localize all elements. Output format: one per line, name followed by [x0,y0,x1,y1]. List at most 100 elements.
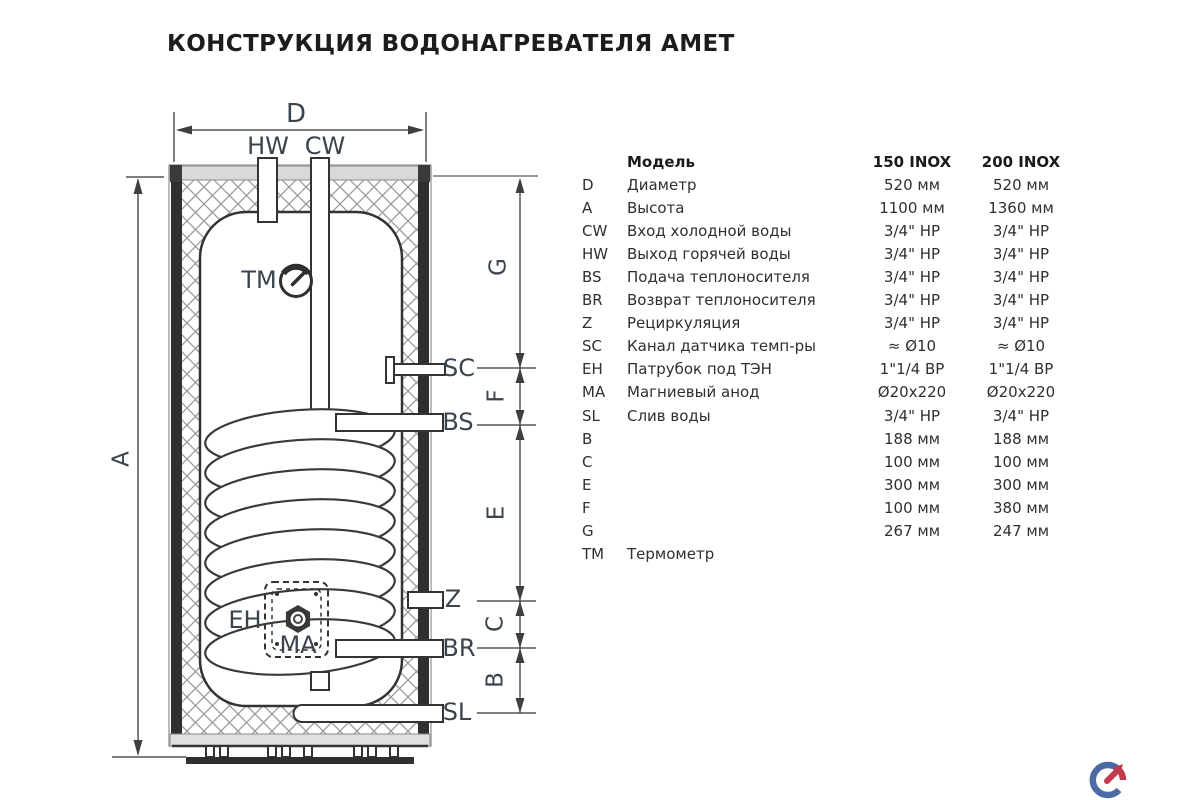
row-value-150: 267 мм [883,522,941,541]
row-value-200: 1"1/4 ВР [988,360,1054,379]
row-code: MA [582,383,606,402]
row-value-150: 3/4" НР [883,244,941,263]
row-name: Рециркуляция [627,314,741,333]
dim-label-b: B [482,672,509,688]
row-value-200: 3/4" НР [992,268,1050,287]
row-name: Патрубок под ТЭН [627,360,772,379]
row-value-200: 3/4" НР [992,244,1050,263]
table-row: SC Канал датчика темп-ры ≈ Ø10 ≈ Ø10 [578,335,1108,358]
row-code: C [582,452,593,471]
row-name: Магниевый анод [627,383,760,402]
row-code: HW [582,244,609,263]
row-name: Возврат теплоносителя [627,291,816,310]
table-row: BR Возврат теплоносителя 3/4" НР 3/4" НР [578,289,1108,312]
row-value-200: 247 мм [992,522,1050,541]
header-150-inox: 150 INOX [872,152,952,171]
spec-table-header: Модель 150 INOX 200 INOX [578,150,1108,173]
dim-label-d: D [285,99,307,129]
row-value-200: 3/4" НР [992,291,1050,310]
eh-flange [264,581,329,658]
row-value-150: 1100 мм [879,198,945,217]
z-port [407,591,444,609]
table-row: F 100 мм 380 мм [578,496,1108,519]
port-label-sl: SL [442,698,472,726]
table-row: Z Рециркуляция 3/4" НР 3/4" НР [578,312,1108,335]
row-value-150: 300 мм [883,475,941,494]
row-value-200: 300 мм [992,475,1050,494]
row-value-150: 1"1/4 ВР [879,360,945,379]
row-code: F [582,498,591,517]
dim-label-f: F [483,389,510,403]
cw-pipe-bottom [310,671,330,691]
row-value-200: 520 мм [992,175,1050,194]
tank-feet [186,745,414,764]
table-row: E 300 мм 300 мм [578,473,1108,496]
table-row: HW Выход горячей воды 3/4" НР 3/4" НР [578,242,1108,265]
sc-port [385,356,395,384]
dim-label-a: A [108,451,135,467]
dim-label-e: E [483,505,510,521]
row-name: Выход горячей воды [627,244,791,263]
header-200-inox: 200 INOX [981,152,1061,171]
port-label-z: Z [444,585,462,613]
ports [292,356,446,723]
page-title: КОНСТРУКЦИЯ ВОДОНАГРЕВАТЕЛЯ АМЕТ [167,31,735,57]
header-model: Модель [627,152,695,171]
table-row: SL Слив воды 3/4" НР 3/4" НР [578,404,1108,427]
brand-logo-icon [1089,761,1127,799]
row-name: Термометр [627,545,715,564]
row-value-150: 3/4" НР [883,268,941,287]
row-value-200: 3/4" НР [992,406,1050,425]
row-value-150: 188 мм [883,429,941,448]
row-value-150: 100 мм [883,498,941,517]
row-code: E [582,475,592,494]
port-label-sc: SC [443,354,475,382]
row-value-200: 3/4" НР [992,221,1050,240]
row-value-150: 3/4" НР [883,291,941,310]
row-code: BS [582,268,602,287]
row-value-150: 100 мм [883,452,941,471]
row-value-200: ≈ Ø10 [996,337,1046,356]
dimension-arrowheads [133,125,525,756]
sc-port-pipe [393,363,446,376]
hw-pipe [257,157,278,223]
dimension-lines [112,112,538,758]
row-code: BR [582,291,603,310]
row-name: Слив воды [627,406,711,425]
row-name: Диаметр [627,175,697,194]
row-value-200: 100 мм [992,452,1050,471]
row-code: Z [582,314,593,333]
row-name: Подача теплоносителя [627,268,810,287]
row-name: Вход холодной воды [627,221,792,240]
row-name: Канал датчика темп-ры [627,337,816,356]
row-code: D [582,175,594,194]
table-row: G 267 мм 247 мм [578,520,1108,543]
row-code: EH [582,360,603,379]
bs-port [335,413,444,432]
heating-coil [204,408,396,676]
row-value-200: 1360 мм [988,198,1054,217]
anode-nut [285,605,311,633]
row-value-200: 380 мм [992,498,1050,517]
row-value-150: 3/4" НР [883,314,941,333]
thermometer-icon [279,263,313,298]
row-code: TM [582,545,605,564]
port-label-ma: MA [279,631,317,659]
table-row: MA Магниевый анод Ø20х220 Ø20х220 [578,381,1108,404]
table-row: EH Патрубок под ТЭН 1"1/4 ВР 1"1/4 ВР [578,358,1108,381]
tank-diagram [112,112,538,764]
port-label-tm: TM [241,266,277,294]
row-code: SL [582,406,600,425]
table-row: B 188 мм 188 мм [578,427,1108,450]
dim-label-g: G [485,258,512,276]
spec-table-body: D Диаметр 520 мм 520 мм A Высота 1100 мм… [578,173,1108,566]
port-label-hw: HW [247,132,289,160]
table-row: D Диаметр 520 мм 520 мм [578,173,1108,196]
table-row: BS Подача теплоносителя 3/4" НР 3/4" НР [578,265,1108,288]
row-code: B [582,429,593,448]
table-row: CW Вход холодной воды 3/4" НР 3/4" НР [578,219,1108,242]
row-value-150: ≈ Ø10 [887,337,937,356]
row-name: Высота [627,198,685,217]
row-value-150: Ø20х220 [877,383,947,402]
